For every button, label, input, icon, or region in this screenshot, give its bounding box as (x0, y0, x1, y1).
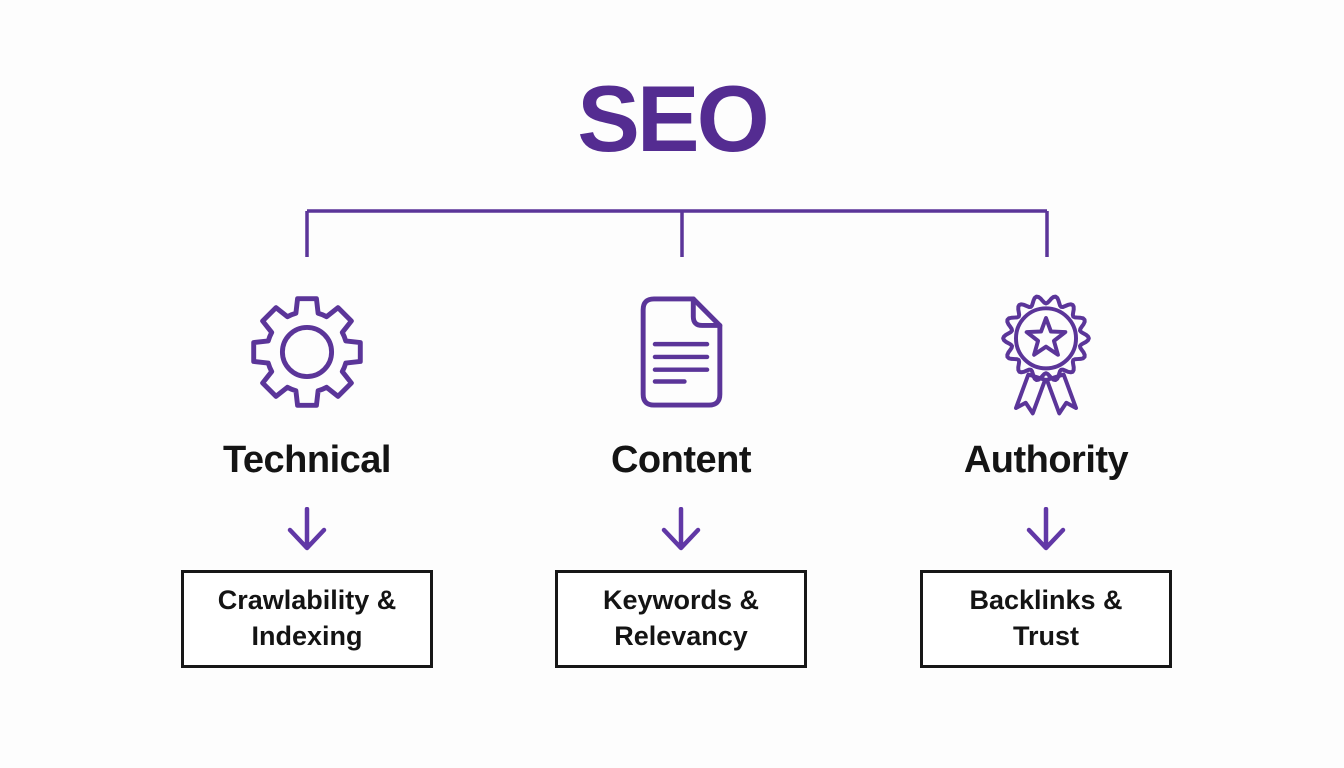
branch-box-content: Keywords & Relevancy (555, 569, 807, 668)
connector-bracket (305, 209, 1049, 257)
box-text-line: Indexing (251, 620, 363, 651)
branch-authority: Authority Backlinks & Trust (886, 290, 1206, 668)
box-text-line: Relevancy (614, 620, 748, 651)
branch-box-technical: Crawlability & Indexing (181, 569, 433, 668)
down-arrow-icon (661, 506, 701, 550)
branch-content: Content Keywords & Relevancy (521, 290, 841, 668)
branch-label-technical: Technical (223, 439, 391, 481)
branch-label-authority: Authority (963, 439, 1129, 481)
box-text-line: Keywords & (602, 584, 760, 615)
box-text-line: Backlinks & (969, 584, 1123, 615)
branch-box-authority: Backlinks & Trust (920, 569, 1172, 668)
document-icon (637, 290, 726, 414)
branch-technical: Technical Crawlability & Indexing (147, 290, 467, 668)
down-arrow-icon (287, 506, 327, 550)
branch-label-content: Content (610, 439, 752, 481)
down-arrow-icon (1026, 506, 1066, 550)
box-text-line: Trust (1012, 620, 1079, 651)
box-text-line: Crawlability & (217, 584, 397, 615)
award-badge-icon (993, 290, 1099, 416)
gear-icon (248, 290, 366, 414)
diagram-title: SEO (577, 66, 770, 171)
